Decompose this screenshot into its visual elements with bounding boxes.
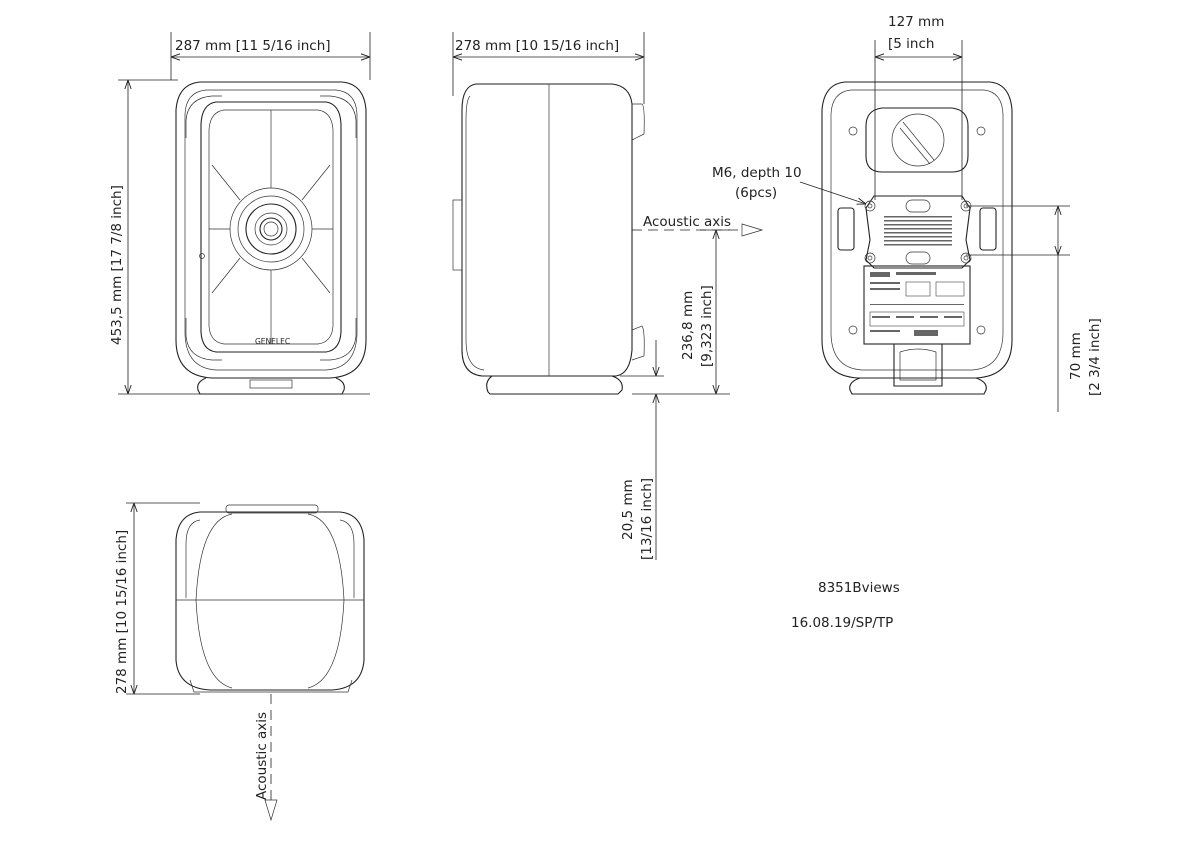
- drawing-name: 8351Bviews: [818, 580, 900, 596]
- rear-thread-label: M6, depth 10: [712, 165, 802, 181]
- side-rear-panel: [452, 199, 463, 271]
- rear-mount-height-dimension: 70 mm [2 3/4 inch]: [966, 205, 1103, 412]
- rear-connector-panel-details: [869, 272, 965, 336]
- front-waveguide: [200, 101, 342, 353]
- front-width-label: 287 mm [11 5/16 inch]: [175, 38, 331, 54]
- front-view: 287 mm [11 5/16 inch] 453,5 mm [17 7/8 i…: [109, 32, 371, 395]
- rear-warning-text-block: [884, 216, 952, 246]
- side-handle-bottom: [631, 325, 645, 361]
- top-front-lip: [189, 679, 353, 693]
- rear-cabinet-inner: [830, 89, 1004, 371]
- rear-mount-plate: [865, 195, 971, 269]
- front-base: [197, 377, 345, 395]
- front-handle-top-left: [185, 95, 222, 138]
- rear-bass-port: [865, 107, 969, 173]
- side-cabinet-outline: [461, 83, 633, 377]
- front-height-label: 453,5 mm [17 7/8 inch]: [109, 185, 125, 345]
- front-driver: [229, 187, 313, 271]
- front-waveguide-inner: [208, 109, 334, 345]
- rear-base: [849, 377, 987, 395]
- rear-mount-width-dimension: 127 mm [5 inch: [874, 14, 963, 200]
- side-handle-top: [631, 103, 645, 141]
- top-depth-dimension: 278 mm [10 15/16 inch]: [114, 502, 200, 695]
- top-rear-panel: [225, 504, 319, 514]
- side-axis-height-inch: [9,323 inch]: [699, 285, 715, 367]
- rear-view: 127 mm [5 inch: [712, 14, 1103, 412]
- side-depth-label: 278 mm [10 15/16 inch]: [455, 38, 619, 54]
- side-acoustic-axis-label: Acoustic axis: [643, 214, 731, 230]
- side-axis-height-dimension: 236,8 mm [9,323 inch]: [632, 229, 730, 395]
- rear-mount-height-mm: 70 mm: [1068, 332, 1084, 380]
- top-acoustic-axis-arrow: [264, 799, 278, 822]
- front-handle-bottom-left: [185, 318, 222, 361]
- top-view: 278 mm [10 15/16 inch] Acoustic axis: [114, 502, 365, 822]
- front-base-slot: [249, 379, 293, 389]
- top-acoustic-axis-label: Acoustic axis: [254, 712, 270, 800]
- rear-mount-height-inch: [2 3/4 inch]: [1087, 318, 1103, 396]
- front-cabinet-outline: [175, 81, 367, 379]
- side-acoustic-axis-arrow: [741, 223, 764, 237]
- rear-mount-width-mm: 127 mm: [888, 14, 944, 30]
- rear-thread-count: (6pcs): [735, 185, 777, 201]
- top-cabinet-outline: [175, 511, 365, 691]
- side-base-height-mm: 20,5 mm: [620, 479, 636, 540]
- side-back-edge: [465, 95, 485, 371]
- front-height-dimension: 453,5 mm [17 7/8 inch]: [109, 79, 370, 395]
- side-view: 278 mm [10 15/16 inch] Acoustic axis 236…: [452, 32, 764, 560]
- side-base-height-inch: [13/16 inch]: [639, 478, 655, 560]
- front-logo: GENELEC: [255, 337, 290, 346]
- rear-handle-left: [837, 207, 855, 251]
- side-base-height-dimension: 20,5 mm [13/16 inch]: [620, 340, 664, 560]
- front-handle-top-right: [320, 95, 357, 138]
- top-curve-upper: [195, 513, 345, 601]
- top-curve-lower: [195, 599, 345, 689]
- side-axis-height-mm: 236,8 mm: [680, 291, 696, 360]
- front-waveguide-ribs: [209, 110, 333, 344]
- rear-mount-holes: [864, 199, 972, 265]
- rear-handle-right: [979, 207, 997, 251]
- side-depth-dimension: 278 mm [10 15/16 inch]: [452, 32, 645, 104]
- front-width-dimension: 287 mm [11 5/16 inch]: [170, 32, 371, 80]
- top-cabinet-edges-upper: [185, 519, 355, 598]
- front-led: [199, 253, 205, 259]
- rear-stand: [893, 344, 943, 387]
- title-block: 8351Bviews 16.08.19/SP/TP: [791, 580, 900, 631]
- rear-thread-leader: [799, 181, 866, 204]
- front-handle-bottom-right: [320, 318, 357, 361]
- rear-connector-panel: [863, 265, 971, 345]
- rear-mount-width-inch: [5 inch: [888, 36, 934, 52]
- side-base: [486, 375, 623, 395]
- drawing-revision: 16.08.19/SP/TP: [791, 615, 893, 631]
- rear-stand-inner: [899, 348, 937, 381]
- top-depth-label: 278 mm [10 15/16 inch]: [114, 530, 130, 694]
- front-cabinet-inner-outline: [184, 89, 358, 371]
- rear-corner-screws: [848, 126, 986, 335]
